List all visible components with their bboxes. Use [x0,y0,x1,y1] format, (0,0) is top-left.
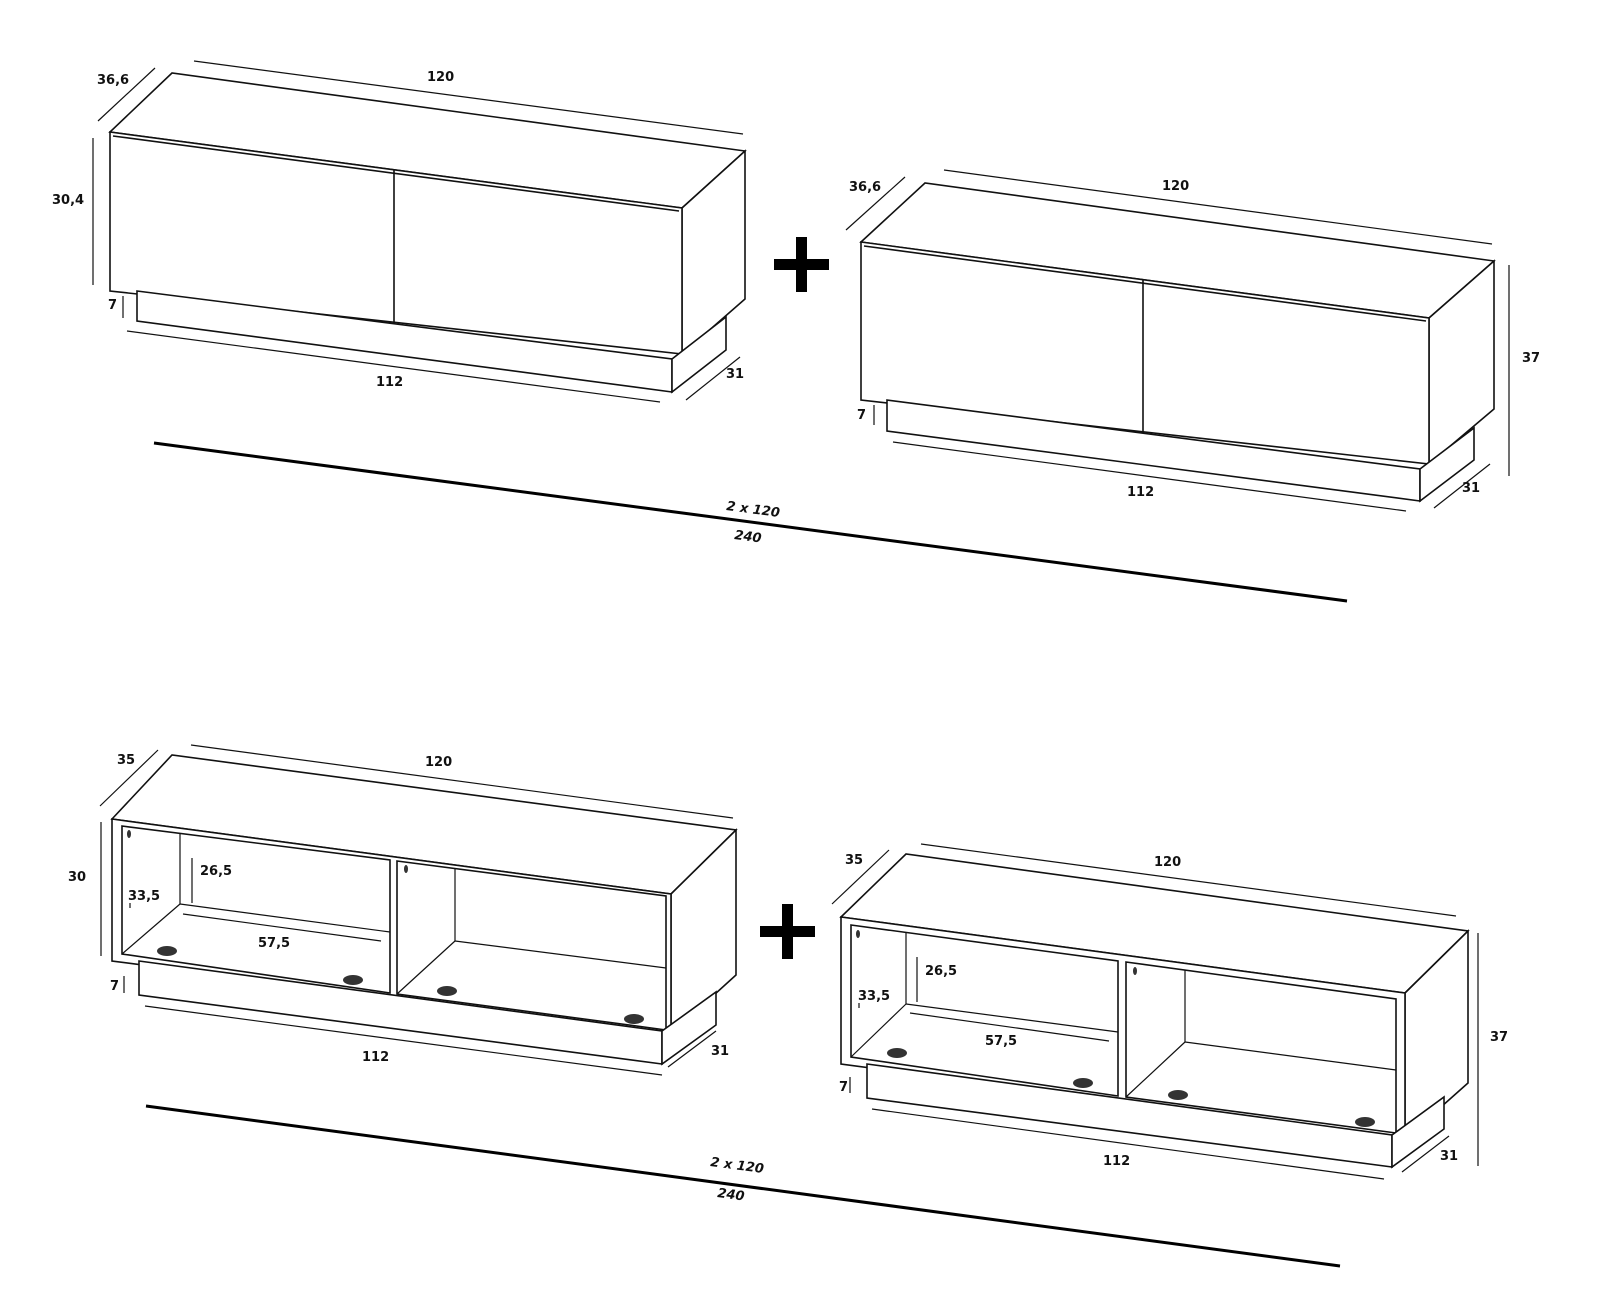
plus-icon [760,904,815,959]
dim-depth-top-right: 36,6 [849,180,881,195]
hinge-icon [404,865,408,873]
dim-total-multi-bottom: 2 x 120 [709,1155,764,1177]
dim-inner-h-bottom-left: 26,5 [200,864,232,879]
cabinet-bottom-left [99,744,738,1076]
dim-total-top: 240 [733,528,762,546]
plinth-side [1419,426,1475,503]
hinge-icon [127,830,131,838]
cabinet-bottom-right [831,843,1479,1180]
compartment-left [850,924,1119,1097]
dim-plinth-h-top-left: 7 [108,298,117,313]
dim-width-bottom-left: 120 [425,755,452,770]
plinth-side [671,315,727,394]
dim-inner-d-bottom-left: 33,5 [128,889,160,904]
hinge-icon [856,930,860,938]
hinge-icon [1073,1078,1093,1088]
dim-plinth-d-top-right: 31 [1462,481,1480,496]
dim-plinth-h-top-right: 7 [857,408,866,423]
dim-plinth-d-bottom-left: 31 [711,1044,729,1059]
plinth-side [1391,1095,1445,1169]
dim-width-top-left: 120 [427,70,454,85]
dim-plinth-h-bottom-left: 7 [110,979,119,994]
dim-plinth-w-bottom-right: 112 [1103,1154,1130,1169]
hinge-icon [343,975,363,985]
total-dimension-line-top [153,441,1348,603]
plinth-side [661,990,717,1066]
cabinet-top-right [845,169,1510,512]
dim-depth-bottom-left: 35 [117,753,135,768]
plus-icon [774,237,829,292]
hinge-icon [437,986,457,996]
dim-height-bottom-right: 37 [1490,1030,1508,1045]
hinge-icon [887,1048,907,1058]
dim-depth-top-left: 36,6 [97,73,129,88]
dim-inner-w-bottom-left: 57,5 [258,936,290,951]
dim-plinth-w-top-left: 112 [376,375,403,390]
hinge-icon [624,1014,644,1024]
dim-inner-w-bottom-right: 57,5 [985,1034,1017,1049]
hinge-icon [1168,1090,1188,1100]
dim-plinth-w-bottom-left: 112 [362,1050,389,1065]
dim-inner-d-bottom-right: 33,5 [858,989,890,1004]
dim-width-bottom-right: 120 [1154,855,1181,870]
total-dimension-line-bottom [145,1104,1341,1268]
compartment-left [121,825,391,994]
dim-plinth-w-top-right: 112 [1127,485,1154,500]
hinge-icon [1355,1117,1375,1127]
dim-height-top-right: 37 [1522,351,1540,366]
dim-plinth-d-bottom-right: 31 [1440,1149,1458,1164]
dim-total-bottom: 240 [716,1186,745,1204]
dim-plinth-d-top-left: 31 [726,367,744,382]
dim-height-bottom-left: 30 [68,870,86,885]
hinge-icon [157,946,177,956]
dim-depth-bottom-right: 35 [845,853,863,868]
hinge-icon [1133,967,1137,975]
dim-inner-h-bottom-right: 26,5 [925,964,957,979]
dim-plinth-h-bottom-right: 7 [839,1080,848,1095]
dim-total-multi-top: 2 x 120 [725,499,780,521]
cabinet-top-left [92,60,747,403]
dim-width-top-right: 120 [1162,179,1189,194]
dim-height-top-left: 30,4 [52,193,84,208]
